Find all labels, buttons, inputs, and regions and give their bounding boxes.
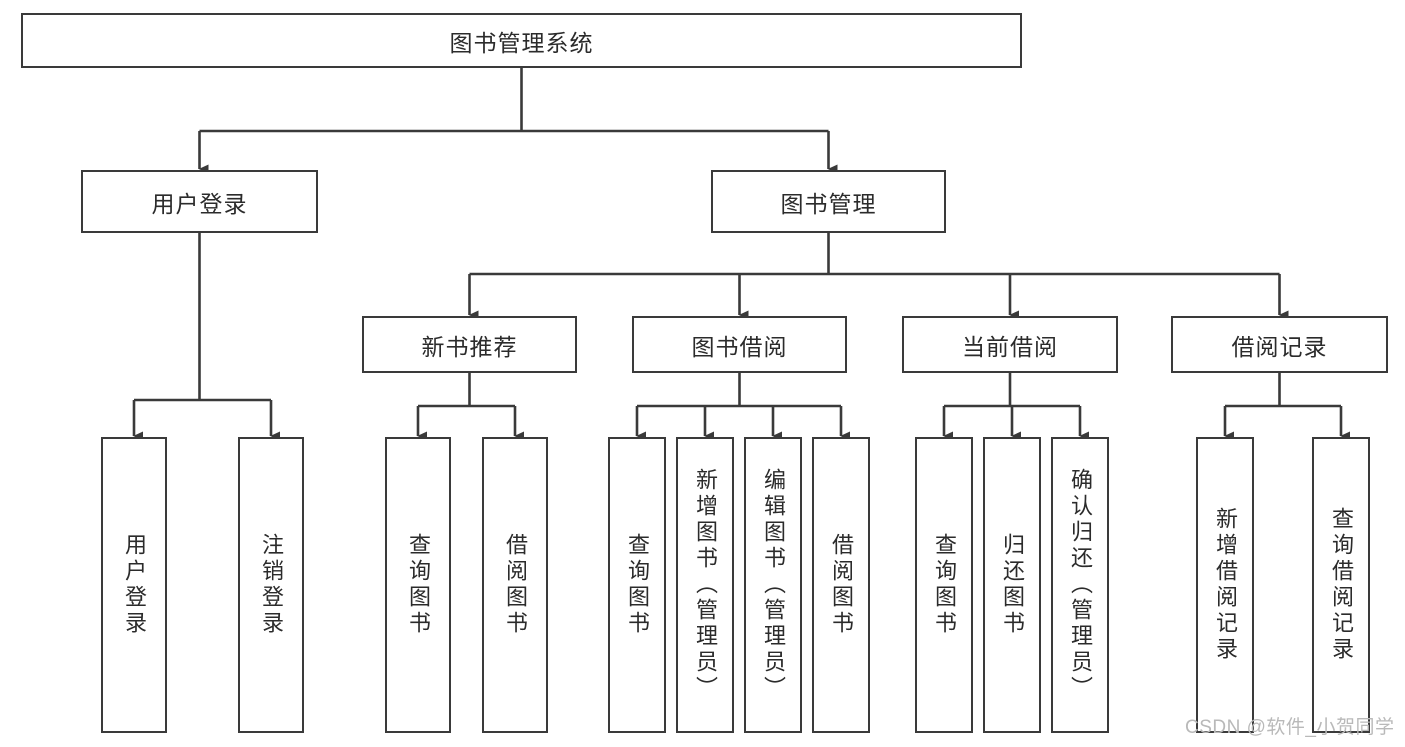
leaf-label: 查询图书 [932, 533, 957, 637]
node-book-manage[interactable]: 图书管理 [711, 170, 946, 233]
node-leaf-query-book-borrow[interactable]: 查询图书 [608, 437, 666, 733]
csdn-watermark: CSDN @软件_小贺同学 [1185, 717, 1395, 738]
leaf-label: 查询图书 [406, 533, 431, 637]
leaf-label: 借阅图书 [503, 533, 528, 637]
node-leaf-query-book-recommend[interactable]: 查询图书 [385, 437, 451, 733]
node-leaf-borrow-book-recommend[interactable]: 借阅图书 [482, 437, 548, 733]
leaf-label: 新增图书（管理员） [693, 468, 718, 702]
node-leaf-return-book[interactable]: 归还图书 [983, 437, 1041, 733]
leaf-label: 编辑图书（管理员） [761, 468, 786, 702]
node-leaf-borrow-book[interactable]: 借阅图书 [812, 437, 870, 733]
node-borrow-record[interactable]: 借阅记录 [1171, 316, 1388, 373]
leaf-label: 归还图书 [1000, 533, 1025, 637]
node-leaf-query-borrow-record[interactable]: 查询借阅记录 [1312, 437, 1370, 733]
node-leaf-confirm-return-admin[interactable]: 确认归还（管理员） [1051, 437, 1109, 733]
node-book-borrow[interactable]: 图书借阅 [632, 316, 847, 373]
node-leaf-edit-book-admin[interactable]: 编辑图书（管理员） [744, 437, 802, 733]
node-current-borrow[interactable]: 当前借阅 [902, 316, 1118, 373]
node-leaf-add-borrow-record[interactable]: 新增借阅记录 [1196, 437, 1254, 733]
node-leaf-add-book-admin[interactable]: 新增图书（管理员） [676, 437, 734, 733]
leaf-label: 用户登录 [122, 533, 147, 637]
leaf-label: 借阅图书 [829, 533, 854, 637]
node-leaf-user-logout[interactable]: 注销登录 [238, 437, 304, 733]
leaf-label: 注销登录 [259, 533, 284, 637]
node-user-login[interactable]: 用户登录 [81, 170, 318, 233]
node-leaf-user-login[interactable]: 用户登录 [101, 437, 167, 733]
leaf-label: 查询借阅记录 [1329, 507, 1354, 663]
leaf-label: 确认归还（管理员） [1068, 468, 1093, 702]
leaf-label: 查询图书 [625, 533, 650, 637]
node-root[interactable]: 图书管理系统 [21, 13, 1022, 68]
node-new-book-recommend[interactable]: 新书推荐 [362, 316, 577, 373]
node-leaf-query-book-current[interactable]: 查询图书 [915, 437, 973, 733]
leaf-label: 新增借阅记录 [1213, 507, 1238, 663]
